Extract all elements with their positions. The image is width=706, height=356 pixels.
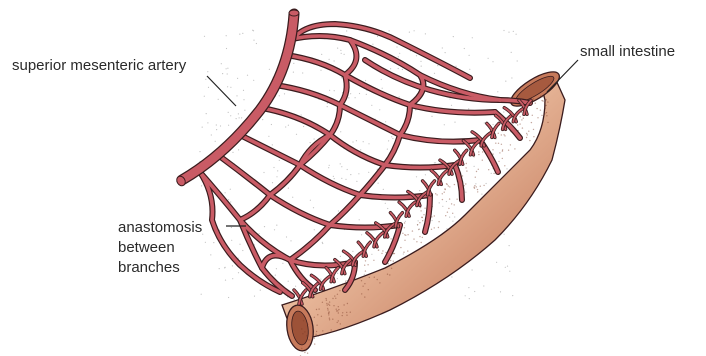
artery-leader-line: [207, 76, 236, 106]
label-superior-mesenteric-artery: superior mesenteric artery: [12, 56, 186, 76]
label-anastomosis: anastomosis between branches: [118, 218, 202, 278]
label-anastomosis-line-3: branches: [118, 258, 202, 278]
label-small-intestine: small intestine: [580, 42, 675, 62]
label-anastomosis-line-2: between: [118, 238, 202, 258]
label-anastomosis-line-1: anastomosis: [118, 218, 202, 238]
